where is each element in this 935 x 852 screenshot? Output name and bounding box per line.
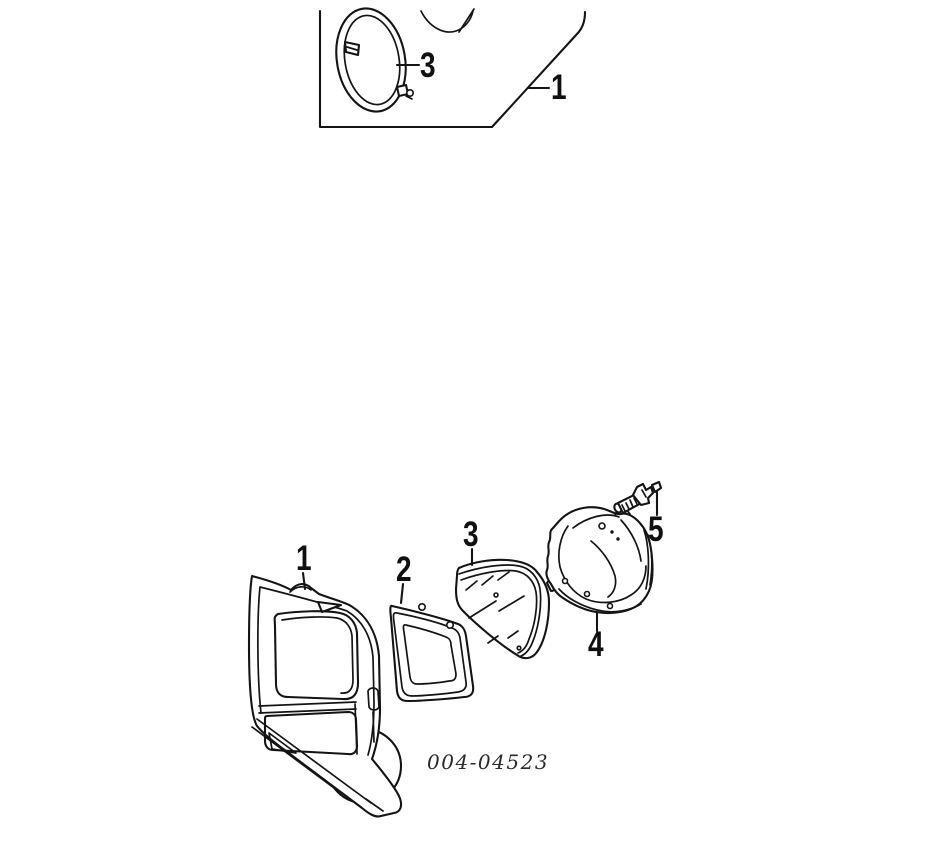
callout-top-ring: 3 — [420, 46, 436, 85]
round-retaining-ring — [335, 7, 414, 113]
ring-screw — [445, 620, 454, 629]
retaining-ring — [389, 602, 475, 703]
figure-code: 004-04523 — [427, 750, 550, 774]
mounting-bucket — [545, 506, 654, 615]
callout-top-panel: 1 — [551, 68, 567, 107]
sealed-beam-unit — [454, 558, 558, 660]
ring-screw — [417, 602, 426, 611]
panel-outline — [318, 9, 587, 129]
callout-mounting-bucket: 4 — [588, 625, 604, 664]
exploded-leader-lines — [301, 490, 659, 633]
top-view-leader-lines — [395, 63, 551, 90]
bezel-upper-opening — [273, 610, 360, 701]
round-lamp-arc — [420, 8, 475, 33]
callout-sealed-beam: 3 — [463, 515, 479, 554]
callout-adjusting-screw: 5 — [648, 510, 664, 549]
headlamp-bezel — [247, 574, 403, 818]
callout-bezel: 1 — [296, 539, 312, 578]
adjusting-screw — [613, 480, 663, 515]
callout-retaining-ring: 2 — [396, 550, 412, 589]
bezel-clip — [316, 600, 343, 614]
